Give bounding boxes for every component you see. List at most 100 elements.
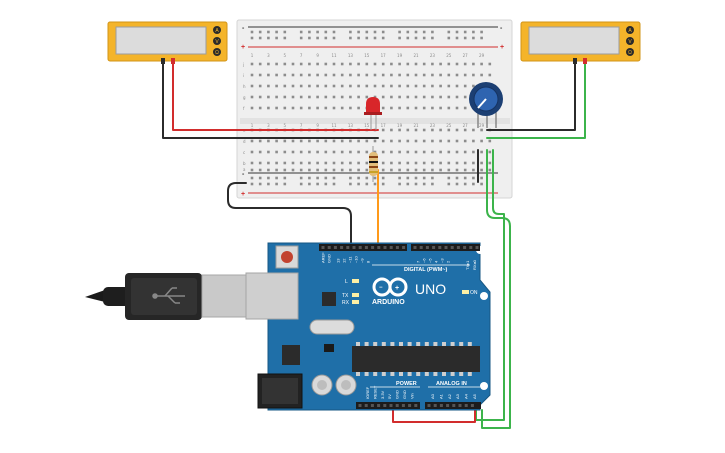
row-letter-f: f: [243, 106, 245, 111]
breadboard-rail-hole: [381, 176, 385, 180]
chip-pin: [390, 342, 395, 346]
breadboard-rail-hole: [431, 36, 434, 40]
column-number: 9: [316, 53, 319, 58]
reset-button[interactable]: [281, 251, 293, 263]
red-led[interactable]: [364, 97, 382, 130]
breadboard-hole: [324, 62, 328, 66]
chip-pin: [390, 372, 395, 376]
header-pin-hole: [463, 246, 467, 249]
multimeter-right-mode-v[interactable]: [626, 37, 634, 45]
multimeter-left-mode-v[interactable]: [213, 37, 221, 45]
breadboard-rail-hole: [332, 36, 336, 40]
breadboard-rail-hole: [316, 176, 319, 180]
breadboard-hole: [455, 84, 459, 88]
breadboard-rail-hole: [431, 182, 434, 186]
led-rx-label: RX: [342, 300, 350, 306]
breadboard-hole: [381, 95, 385, 99]
multimeter-right-mode-ohm[interactable]: [626, 48, 634, 56]
breadboard-hole: [381, 62, 385, 66]
gnd-wire[interactable]: [227, 182, 352, 247]
digital-pin-label: ~11: [348, 256, 353, 263]
chip-pins: [356, 342, 472, 376]
breadboard-hole: [275, 84, 278, 88]
breadboard-hole: [414, 62, 418, 66]
breadboard-hole: [431, 150, 434, 154]
breadboard-rail-hole: [324, 176, 328, 180]
breadboard-rail-hole: [406, 176, 410, 180]
pot-green-wire-b[interactable]: [475, 149, 505, 421]
digital-pin-label: ~6: [422, 258, 427, 263]
breadboard-hole: [414, 73, 418, 77]
breadboard-hole: [316, 73, 319, 77]
potentiometer[interactable]: [469, 82, 503, 128]
breadboard-rail-hole: [258, 30, 262, 34]
breadboard-hole: [398, 139, 401, 143]
breadboard-hole: [373, 95, 377, 99]
row-letter-h: h: [243, 84, 246, 89]
breadboard-hole: [250, 139, 254, 143]
usb-cable[interactable]: [85, 273, 247, 320]
usb-symbol-icon: [152, 287, 185, 304]
breadboard-hole: [406, 150, 410, 154]
5v-red-wire[interactable]: [392, 409, 476, 423]
breadboard-hole: [406, 168, 410, 172]
breadboard-hole: [414, 150, 418, 154]
mounting-hole: [480, 382, 488, 390]
multimeter-right-mode-a[interactable]: [626, 26, 634, 34]
breadboard-hole: [250, 84, 254, 88]
breadboard-hole: [381, 84, 385, 88]
breadboard-hole: [316, 62, 319, 66]
breadboard-rail-hole: [275, 182, 278, 186]
breadboard-hole: [414, 161, 418, 165]
breadboard-hole: [447, 73, 451, 77]
breadboard-rail-hole: [398, 30, 401, 34]
breadboard-hole: [381, 139, 385, 143]
breadboard-hole: [422, 95, 426, 99]
breadboard-rail-hole: [373, 176, 377, 180]
digital-header-left: [319, 244, 407, 251]
breadboard-rail-hole: [455, 176, 459, 180]
digital-pwm-label: DIGITAL (PWM~): [404, 267, 448, 273]
breadboard-column-numbers: 1133557799111113131515171719192121232325…: [251, 53, 485, 128]
breadboard-hole: [422, 62, 426, 66]
breadboard-hole: [390, 73, 393, 77]
digital-pin-label: AREF: [321, 252, 326, 263]
breadboard-hole: [463, 161, 467, 165]
multimeter-left-mode-v-label: V: [215, 39, 219, 45]
breadboard-hole: [299, 168, 303, 172]
breadboard-hole: [365, 150, 369, 154]
breadboard-rail-hole: [406, 36, 410, 40]
breadboard-hole: [324, 150, 328, 154]
breadboard-holes: [250, 30, 492, 186]
breadboard-hole: [357, 62, 360, 66]
right-meter-green-wire[interactable]: [486, 59, 586, 139]
arduino-uno-board[interactable]: L TX RX ON − + ARDUINO UNO DIGITAL (PWM~…: [245, 242, 491, 411]
breadboard-hole: [258, 84, 262, 88]
breadboard-hole: [439, 128, 442, 132]
multimeter-left[interactable]: A V Ω: [107, 21, 228, 64]
led-l-indicator: [352, 279, 359, 283]
breadboard-hole: [398, 161, 401, 165]
breadboard-hole: [258, 139, 262, 143]
breadboard-hole: [332, 95, 336, 99]
multimeter-right-mode-ohm-label: Ω: [628, 50, 632, 56]
breadboard-rail-hole: [316, 182, 319, 186]
breadboard-rail-hole: [349, 36, 352, 40]
breadboard-hole: [439, 150, 442, 154]
multimeter-left-mode-a[interactable]: [213, 26, 221, 34]
multimeter-right[interactable]: A V Ω: [520, 21, 641, 64]
header-holes: [321, 246, 479, 407]
chip-pin: [416, 372, 421, 376]
multimeter-left-mode-ohm[interactable]: [213, 48, 221, 56]
pot-green-wire-a[interactable]: [481, 149, 511, 429]
power-pin-label: RESET: [372, 385, 377, 399]
resistor[interactable]: [369, 146, 378, 182]
breadboard-hole: [308, 168, 311, 172]
left-meter-black-wire[interactable]: [162, 59, 379, 139]
breadboard-hole: [349, 161, 352, 165]
power-label: POWER: [396, 381, 417, 387]
right-meter-black-wire[interactable]: [486, 59, 576, 131]
left-meter-red-wire[interactable]: [172, 59, 379, 131]
breadboard-hole: [414, 128, 418, 132]
analog-in-label: ANALOG IN: [436, 381, 467, 387]
